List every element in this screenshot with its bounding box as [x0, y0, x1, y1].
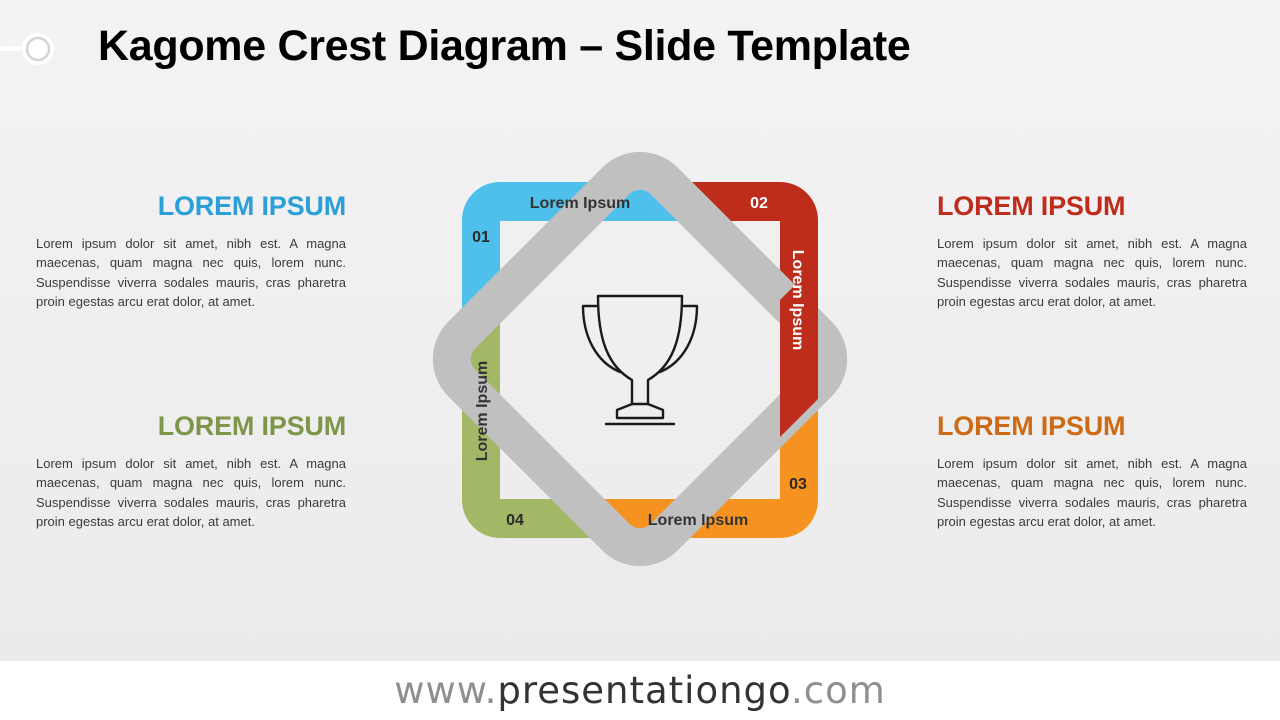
text-block-01: LOREM IPSUM Lorem ipsum dolor sit amet, … [36, 191, 346, 312]
block-04-body: Lorem ipsum dolor sit amet, nibh est. A … [36, 456, 346, 530]
footer-prefix: www. [394, 669, 498, 712]
block-02-body: Lorem ipsum dolor sit amet, nibh est. A … [937, 236, 1247, 310]
segment-03-label: Lorem Ipsum [648, 512, 748, 529]
block-04-heading: LOREM IPSUM [157, 411, 347, 441]
slide: Kagome Crest Diagram – Slide Template Lo… [0, 0, 1280, 661]
segment-02-overlap [780, 262, 818, 437]
segment-01-label: Lorem Ipsum [530, 195, 630, 212]
diagonal-frame [432, 151, 848, 567]
block-01-body: Lorem ipsum dolor sit amet, nibh est. A … [36, 236, 346, 310]
block-02-heading: LOREM IPSUM [937, 191, 1126, 221]
block-03-heading: LOREM IPSUM [937, 411, 1126, 441]
presentationgo-logo [0, 33, 54, 65]
block-01-heading: LOREM IPSUM [157, 191, 347, 221]
segment-01-band-left [462, 230, 500, 316]
segment-03-number: 03 [789, 476, 807, 493]
segment-04-number: 04 [506, 512, 524, 529]
segment-04-label: Lorem Ipsum [474, 361, 491, 461]
trophy-icon [581, 294, 699, 426]
text-block-02: LOREM IPSUM Lorem ipsum dolor sit amet, … [937, 191, 1247, 312]
segment-02-number: 02 [750, 195, 768, 212]
segment-03-band [582, 399, 818, 538]
footer-url[interactable]: www.presentationgo.com [0, 661, 1280, 720]
segment-02-label: Lorem Ipsum [789, 250, 806, 350]
segment-01-number: 01 [472, 229, 490, 246]
text-block-04: LOREM IPSUM Lorem ipsum dolor sit amet, … [36, 411, 346, 532]
footer-suffix: .com [791, 669, 886, 712]
block-03-body: Lorem ipsum dolor sit amet, nibh est. A … [937, 456, 1247, 530]
kagome-diagram: Lorem Ipsum 01 02 Lorem Ipsum 03 Lorem I… [432, 151, 848, 567]
footer-domain: presentationgo [497, 669, 792, 712]
text-block-03: LOREM IPSUM Lorem ipsum dolor sit amet, … [937, 411, 1247, 532]
page-title: Kagome Crest Diagram – Slide Template [98, 22, 911, 70]
